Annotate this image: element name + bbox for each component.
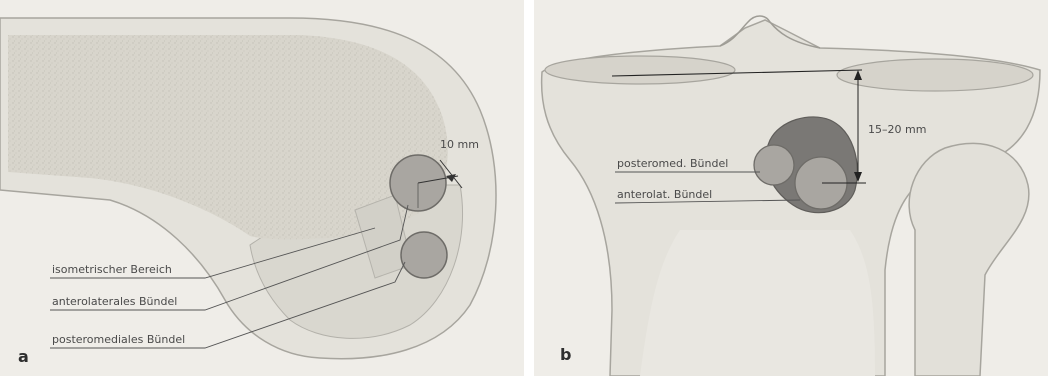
label-anterolateral-bundle-b: anterolat. Bündel	[617, 188, 712, 201]
label-posteromedial-bundle-a: posteromediales Bündel	[52, 333, 185, 346]
distance-label-a: 10 mm	[440, 138, 479, 151]
panel-letter-b: b	[560, 345, 571, 364]
label-isometric-area: isometrischer Bereich	[52, 263, 172, 276]
label-posteromedial-bundle-b: posteromed. Bündel	[617, 157, 728, 170]
lateral-plateau	[837, 59, 1033, 91]
panel-b: 15–20 mm posteromed. Bündel anterolat. B…	[534, 0, 1048, 376]
panel-letter-a: a	[18, 347, 29, 366]
medial-plateau	[545, 56, 735, 84]
tibia-shaft-shading	[640, 230, 875, 376]
pm-bundle-footprint-b	[754, 145, 794, 185]
distance-label-b: 15–20 mm	[868, 123, 926, 136]
label-anterolateral-bundle-a: anterolaterales Bündel	[52, 295, 177, 308]
pm-bundle-footprint	[401, 232, 447, 278]
panel-a: 10 mm isometrischer Bereich anterolatera…	[0, 0, 524, 376]
panel-separator	[524, 0, 534, 376]
